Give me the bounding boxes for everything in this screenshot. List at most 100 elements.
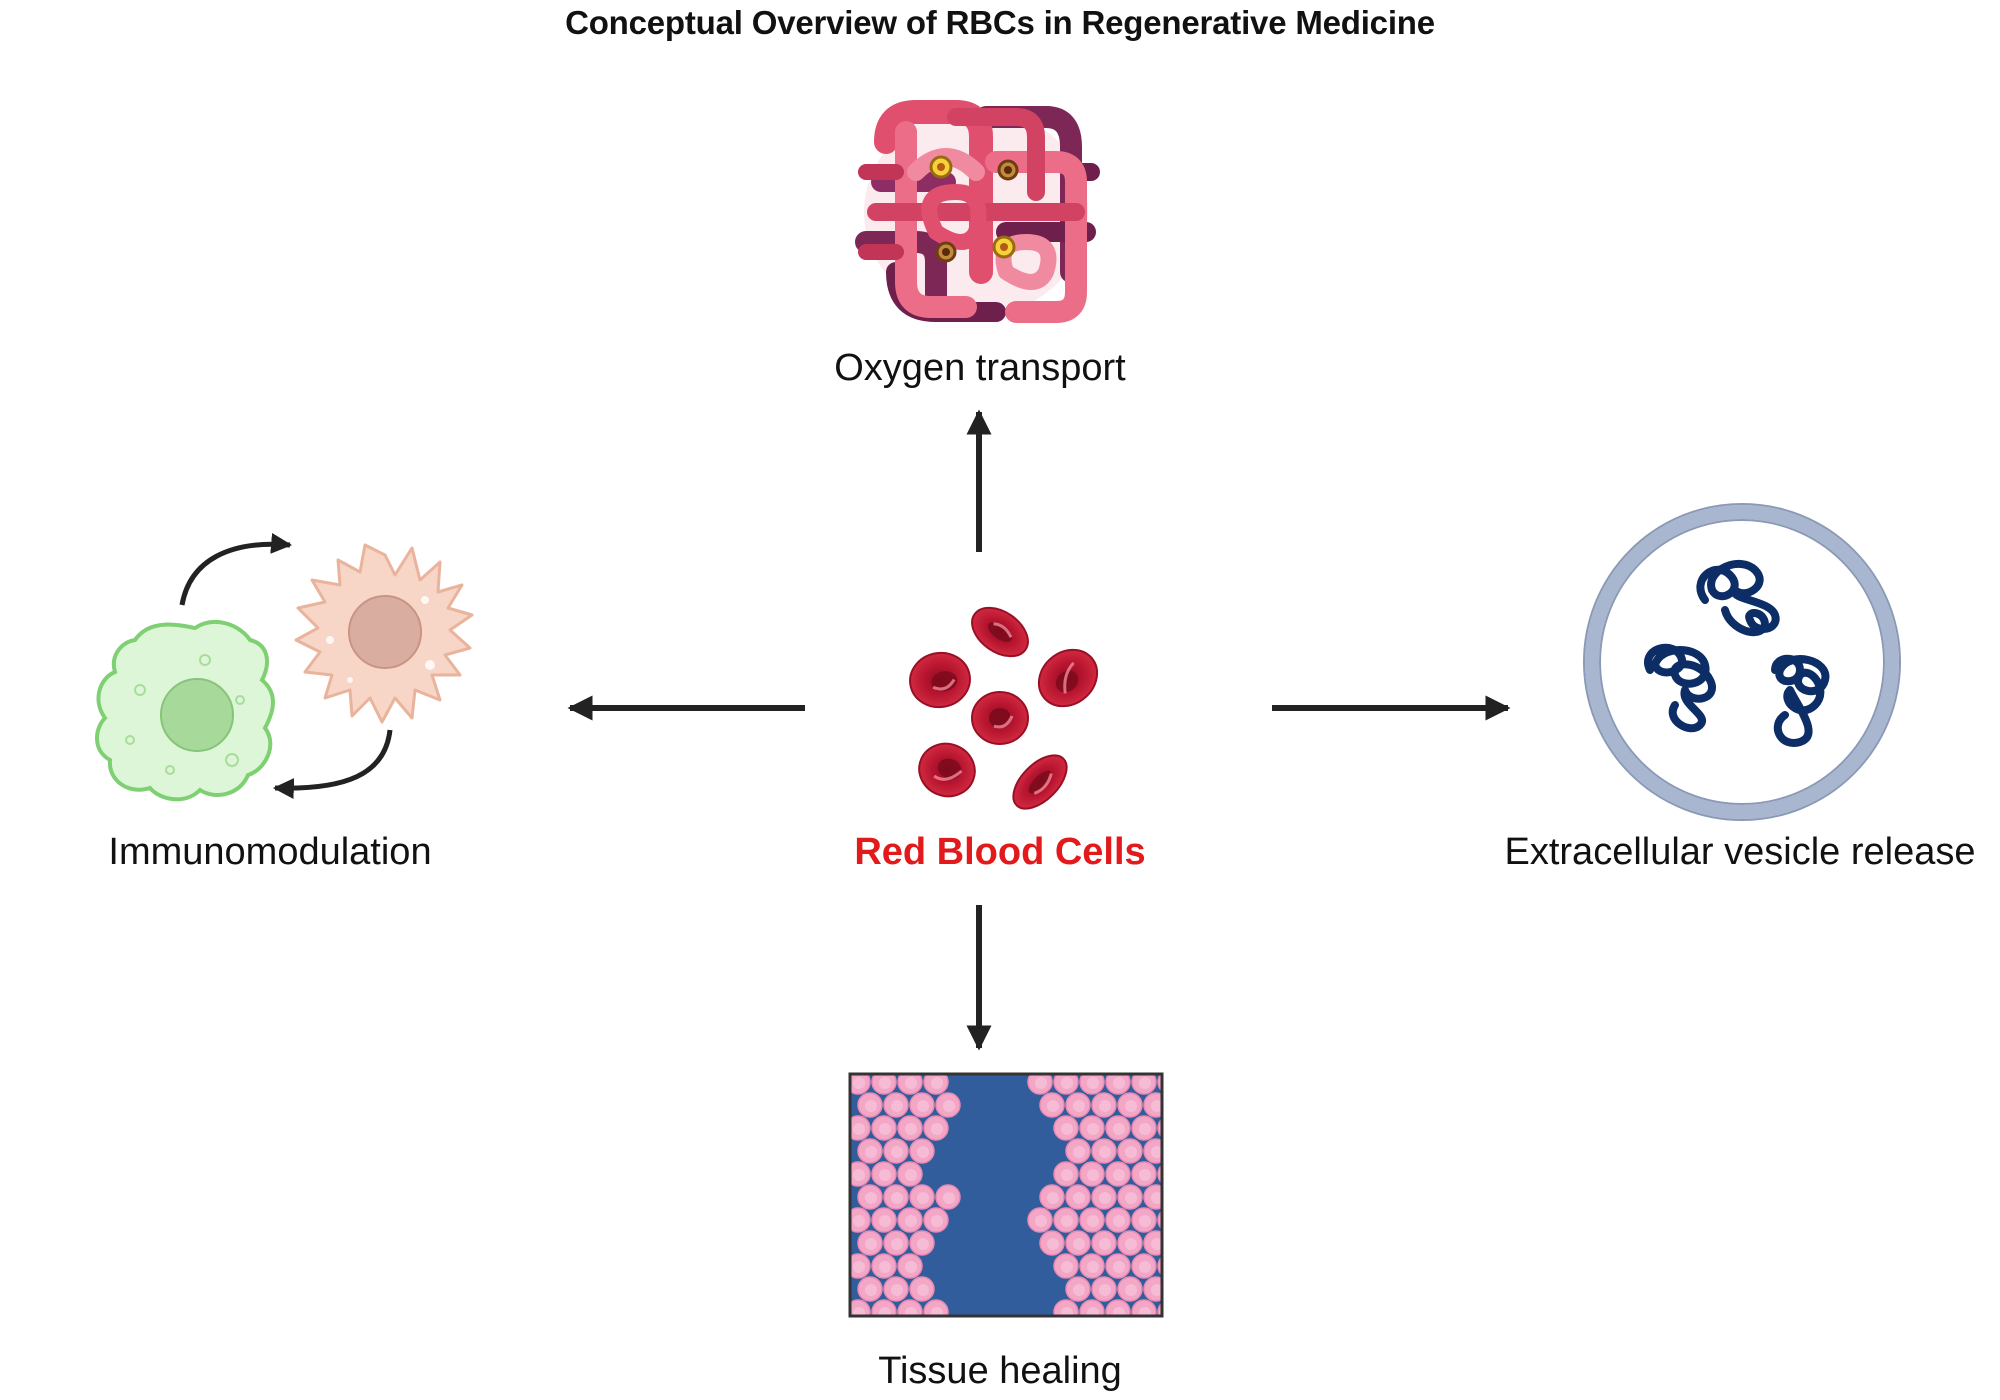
tissue-cell-nucleus xyxy=(1061,1123,1073,1135)
hemoglobin-icon xyxy=(855,100,1100,323)
tissue-cell-nucleus xyxy=(1165,1261,1177,1273)
rbc-cell xyxy=(1012,754,1068,810)
label-red-blood-cells: Red Blood Cells xyxy=(854,831,1146,873)
tissue-cell-nucleus xyxy=(943,1192,955,1204)
tissue-cell-nucleus xyxy=(917,1100,929,1112)
wound-tissue-icon xyxy=(848,1072,1177,1319)
vesicle-cargo-strand xyxy=(1771,654,1830,747)
red-blood-cells-icon xyxy=(909,606,1099,810)
tissue-cell-nucleus xyxy=(1165,1307,1177,1319)
tissue-cell-nucleus xyxy=(1139,1123,1151,1135)
tissue-cell-nucleus xyxy=(1113,1215,1125,1227)
tissue-cell-nucleus xyxy=(1099,1100,1111,1112)
tissue-cell-nucleus xyxy=(1073,1238,1085,1250)
tissue-cell-nucleus xyxy=(1139,1215,1151,1227)
heme-group xyxy=(935,241,957,263)
tissue-cell-nucleus xyxy=(1151,1284,1162,1296)
tissue-cell-nucleus xyxy=(891,1146,903,1158)
label-tissue-healing: Tissue healing xyxy=(878,1350,1122,1392)
tissue-cell-nucleus xyxy=(853,1307,865,1316)
tissue-cell-nucleus xyxy=(879,1123,891,1135)
tissue-cell-nucleus xyxy=(1151,1146,1162,1158)
tissue-cell-nucleus xyxy=(879,1077,891,1089)
vesicle-cargo-strand xyxy=(1696,560,1780,637)
tissue-cell-nucleus xyxy=(879,1261,891,1273)
tissue-cell-nucleus xyxy=(1125,1192,1137,1204)
tissue-cell-nucleus xyxy=(1087,1077,1099,1089)
tissue-cell-nucleus xyxy=(853,1261,865,1273)
tissue-cell-nucleus xyxy=(891,1284,903,1296)
tissue-cell-nucleus xyxy=(1073,1100,1085,1112)
tissue-cell-nucleus xyxy=(1099,1238,1111,1250)
tissue-cell-nucleus xyxy=(905,1123,917,1135)
tissue-cell-nucleus xyxy=(879,1169,891,1181)
tissue-cell-nucleus xyxy=(917,1146,929,1158)
rbc-cell xyxy=(1037,648,1099,708)
tissue-cell-nucleus xyxy=(1139,1077,1151,1089)
tissue-cell-nucleus xyxy=(879,1307,891,1316)
tissue-cell-nucleus xyxy=(865,1146,877,1158)
tissue-cell-nucleus xyxy=(1061,1261,1073,1273)
tissue-cell-nucleus xyxy=(917,1238,929,1250)
heme-group xyxy=(997,159,1019,181)
tissue-cell-nucleus xyxy=(879,1215,891,1227)
tissue-cell-nucleus xyxy=(1087,1307,1099,1316)
tissue-cell-nucleus xyxy=(1113,1169,1125,1181)
tissue-cell-nucleus xyxy=(1165,1215,1177,1227)
tissue-cell-nucleus xyxy=(1047,1192,1059,1204)
tissue-cell-nucleus xyxy=(1125,1100,1137,1112)
tissue-cell-nucleus xyxy=(1087,1169,1099,1181)
tissue-cell-nucleus xyxy=(865,1192,877,1204)
heme-group xyxy=(992,235,1016,259)
tissue-cell-nucleus xyxy=(931,1307,943,1316)
tissue-cell-nucleus xyxy=(865,1284,877,1296)
tissue-cell-nucleus xyxy=(1035,1215,1047,1227)
orange-immune-cell xyxy=(294,543,474,724)
tissue-cell-nucleus xyxy=(1073,1192,1085,1204)
tissue-cell-nucleus xyxy=(1113,1123,1125,1135)
tissue-cell-nucleus xyxy=(1165,1169,1177,1181)
rbc-cell xyxy=(909,651,971,709)
tissue-cell-nucleus xyxy=(943,1100,955,1112)
green-immune-cell xyxy=(95,620,275,802)
tissue-cell-nucleus xyxy=(1047,1238,1059,1250)
tissue-cell-nucleus xyxy=(1139,1169,1151,1181)
tissue-cell-nucleus xyxy=(1061,1169,1073,1181)
tissue-cell-nucleus xyxy=(1061,1307,1073,1316)
tissue-cell-nucleus xyxy=(1125,1284,1137,1296)
tissue-cell-nucleus xyxy=(891,1238,903,1250)
label-vesicle-release: Extracellular vesicle release xyxy=(1504,831,1976,873)
tissue-cell-nucleus xyxy=(1087,1215,1099,1227)
tissue-cell-nucleus xyxy=(905,1307,917,1316)
tissue-cell-nucleus xyxy=(865,1238,877,1250)
tissue-cell-nucleus xyxy=(1125,1146,1137,1158)
tissue-cell-nucleus xyxy=(1113,1077,1125,1089)
rbc-cell xyxy=(918,742,976,798)
tissue-cell-nucleus xyxy=(853,1123,865,1135)
tissue-cell-nucleus xyxy=(1151,1100,1162,1112)
tissue-cell-nucleus xyxy=(917,1192,929,1204)
vesicle-cargo-strand xyxy=(1644,643,1716,733)
tissue-cell-nucleus xyxy=(853,1077,865,1089)
tissue-cell-nucleus xyxy=(905,1261,917,1273)
tissue-cell-nucleus xyxy=(1113,1261,1125,1273)
label-immunomodulation: Immunomodulation xyxy=(108,831,432,873)
tissue-cell-nucleus xyxy=(891,1100,903,1112)
tissue-cell-nucleus xyxy=(1099,1146,1111,1158)
label-oxygen-transport: Oxygen transport xyxy=(834,347,1126,389)
tissue-cell-nucleus xyxy=(1047,1100,1059,1112)
tissue-cell-nucleus xyxy=(1165,1077,1177,1089)
tissue-cell-nucleus xyxy=(1099,1192,1111,1204)
tissue-cell-nucleus xyxy=(1151,1192,1162,1204)
tissue-cell-nucleus xyxy=(1139,1307,1151,1316)
tissue-cell-nucleus xyxy=(1061,1215,1073,1227)
tissue-cell-nucleus xyxy=(853,1169,865,1181)
tissue-cell-nucleus xyxy=(931,1123,943,1135)
tissue-cell-nucleus xyxy=(931,1077,943,1089)
tissue-cell-nucleus xyxy=(853,1215,865,1227)
rbc-cell xyxy=(971,606,1029,658)
tissue-cells xyxy=(850,1074,1177,1319)
tissue-cell-nucleus xyxy=(1113,1307,1125,1316)
tissue-cell-nucleus xyxy=(1087,1261,1099,1273)
